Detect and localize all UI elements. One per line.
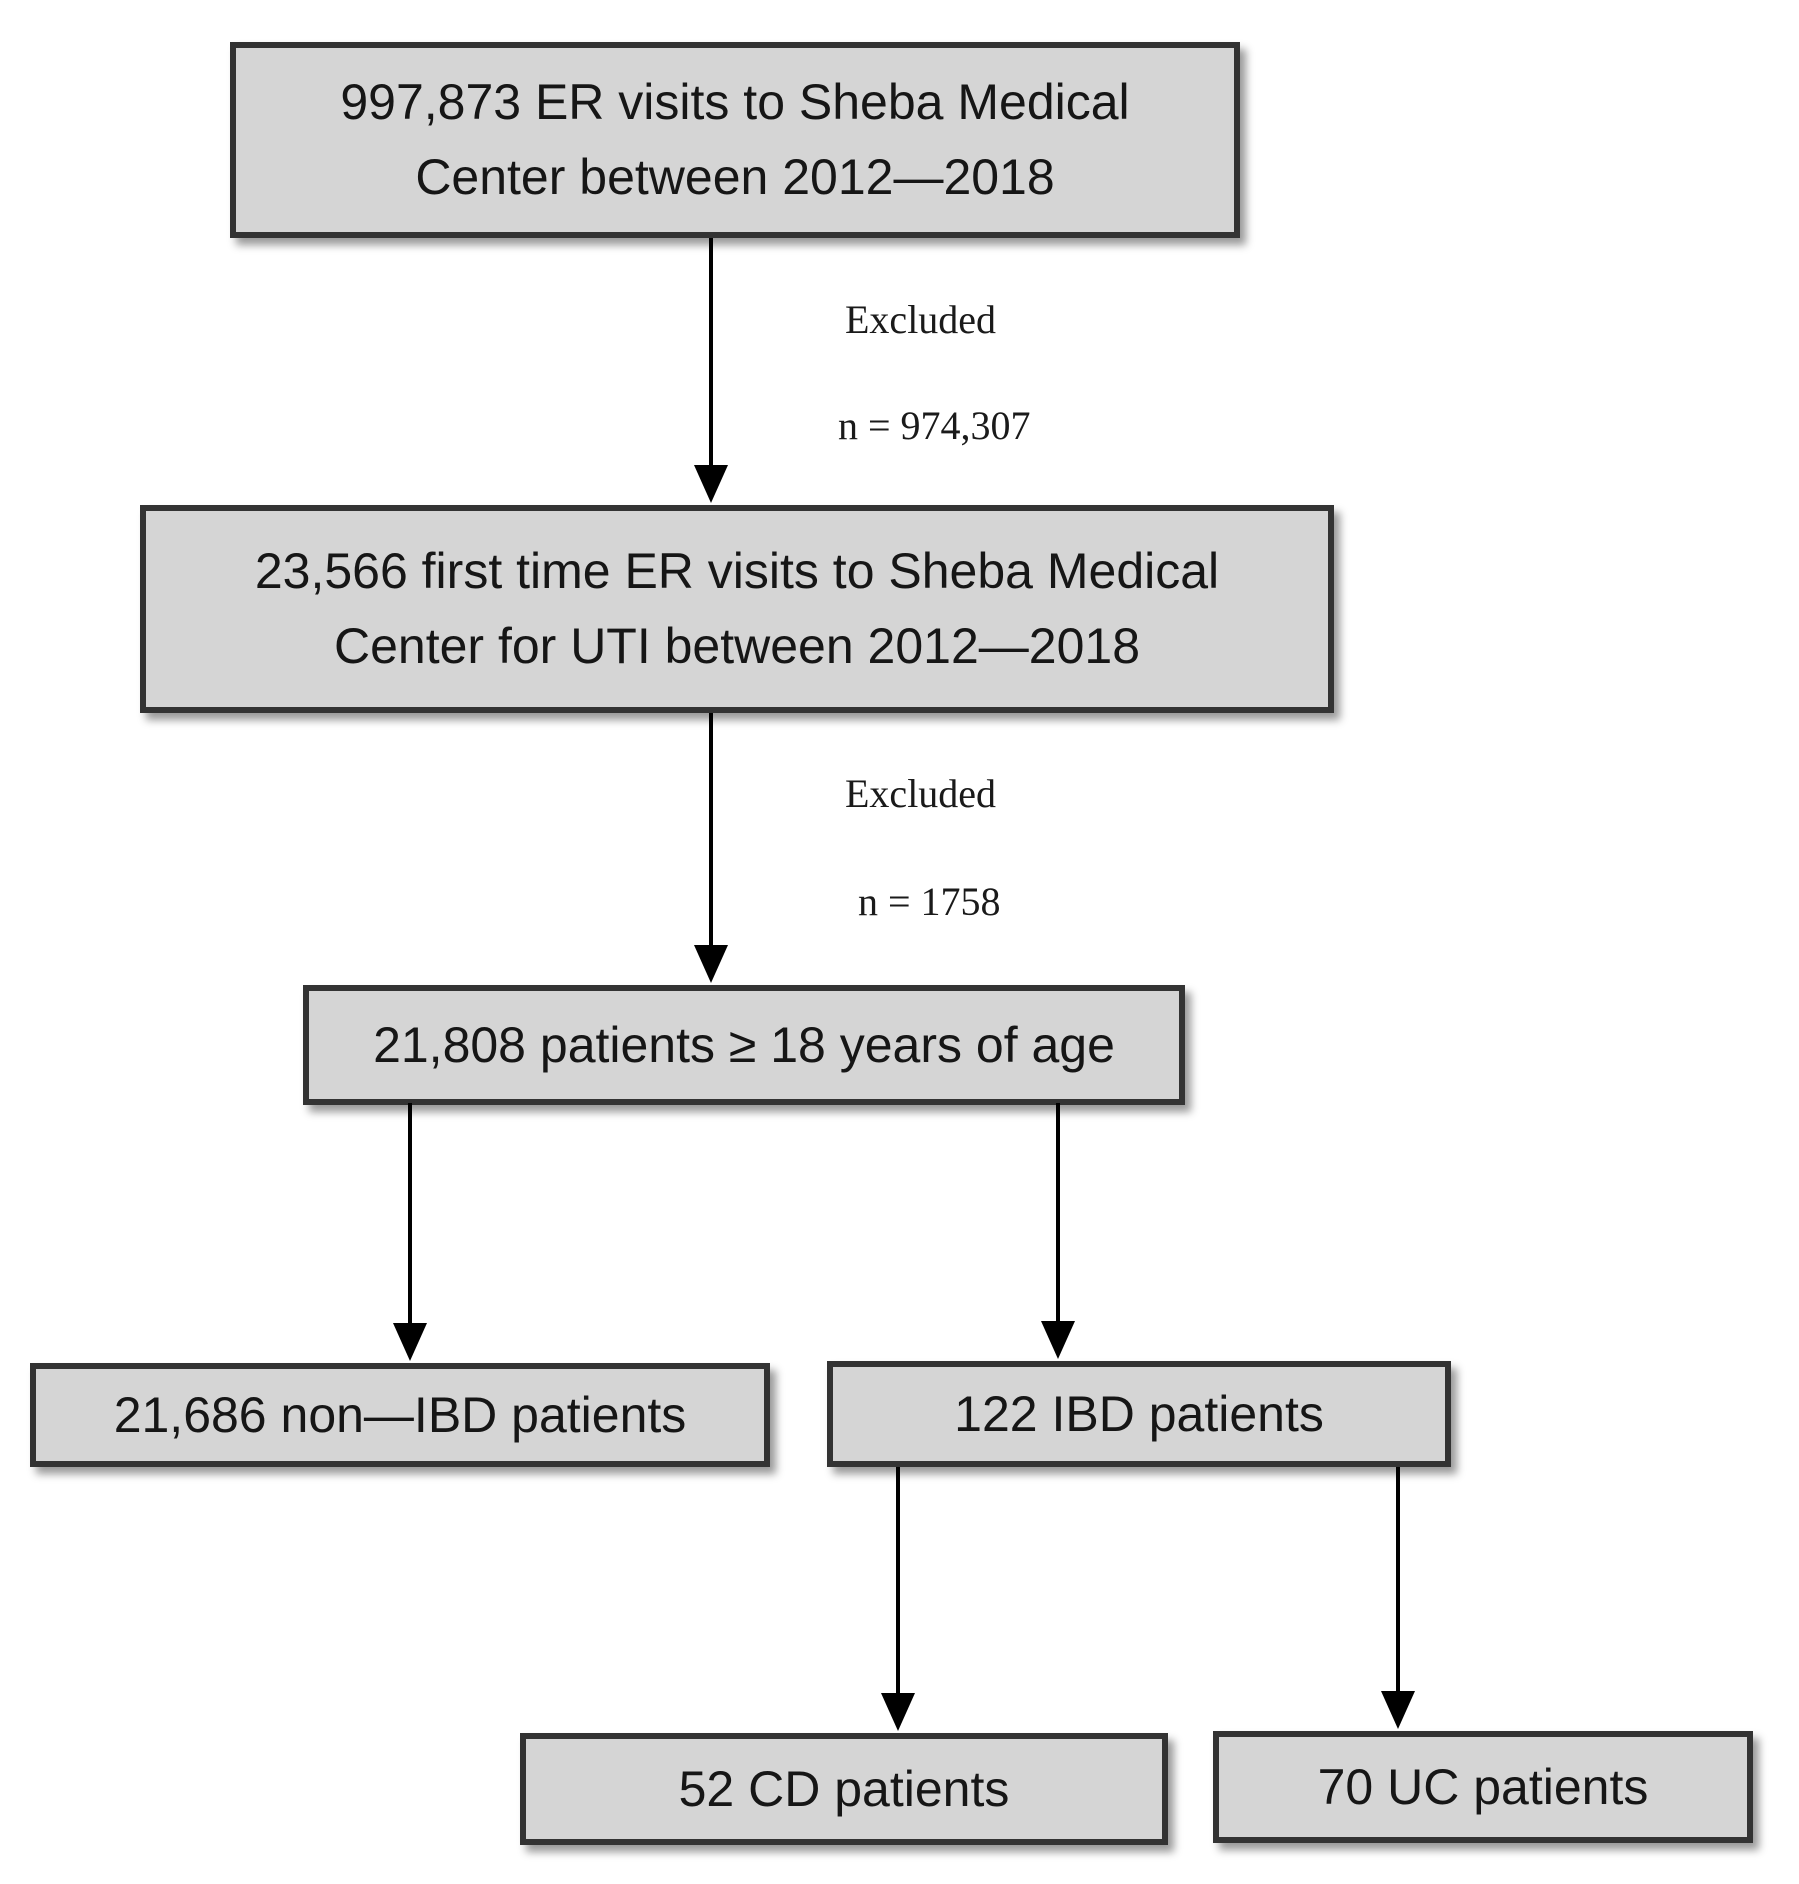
arrow-adults-to-ibd-head-icon (1041, 1321, 1075, 1359)
arrow-ibd-to-cd-head-icon (881, 1693, 915, 1731)
box-non-ibd-patients-line1: 21,686 non—IBD patients (113, 1386, 687, 1443)
arrow-er-to-uti-head-icon (694, 465, 728, 503)
arrow-ibd-to-uc-line (1396, 1467, 1400, 1693)
box-ibd-patients-line1: 122 IBD patients (954, 1385, 1324, 1442)
arrow-ibd-to-cd-line (896, 1467, 900, 1695)
box-er-visits-line2: Center between 2012—2018 (415, 149, 1055, 205)
box-uti-visits-line2: Center for UTI between 2012—2018 (333, 618, 1141, 674)
excluded-count-1: n = 974,307 (838, 403, 1031, 448)
box-adult-patients: 21,808 patients ≥ 18 years of age (303, 985, 1185, 1105)
excluded-label-1: Excluded (845, 297, 997, 342)
box-cd-patients-line1: 52 CD patients (678, 1760, 1010, 1817)
arrow-adults-to-ibd-line (1056, 1103, 1060, 1323)
arrow-adults-to-nonibd-head-icon (393, 1323, 427, 1361)
arrow-uti-to-adults-line (709, 713, 713, 947)
box-uc-patients-line1: 70 UC patients (1317, 1758, 1649, 1815)
arrow-adults-to-nonibd-line (408, 1103, 412, 1325)
arrow-er-to-uti-line (709, 238, 713, 468)
box-uti-visits: 23,566 first time ER visits to Sheba Med… (140, 505, 1334, 713)
box-er-visits-line1: 997,873 ER visits to Sheba Medical (340, 74, 1130, 130)
box-ibd-patients: 122 IBD patients (827, 1361, 1451, 1467)
box-uti-visits-line1: 23,566 first time ER visits to Sheba Med… (254, 543, 1220, 599)
box-er-visits: 997,873 ER visits to Sheba Medical Cente… (230, 42, 1240, 238)
arrow-ibd-to-uc-head-icon (1381, 1691, 1415, 1729)
excluded-count-2: n = 1758 (858, 879, 1001, 924)
excluded-label-2: Excluded (845, 771, 997, 816)
box-adult-patients-line1: 21,808 patients ≥ 18 years of age (373, 1016, 1115, 1073)
box-non-ibd-patients: 21,686 non—IBD patients (30, 1363, 770, 1467)
box-cd-patients: 52 CD patients (520, 1733, 1168, 1845)
arrow-uti-to-adults-head-icon (694, 945, 728, 983)
box-uc-patients: 70 UC patients (1213, 1731, 1753, 1843)
